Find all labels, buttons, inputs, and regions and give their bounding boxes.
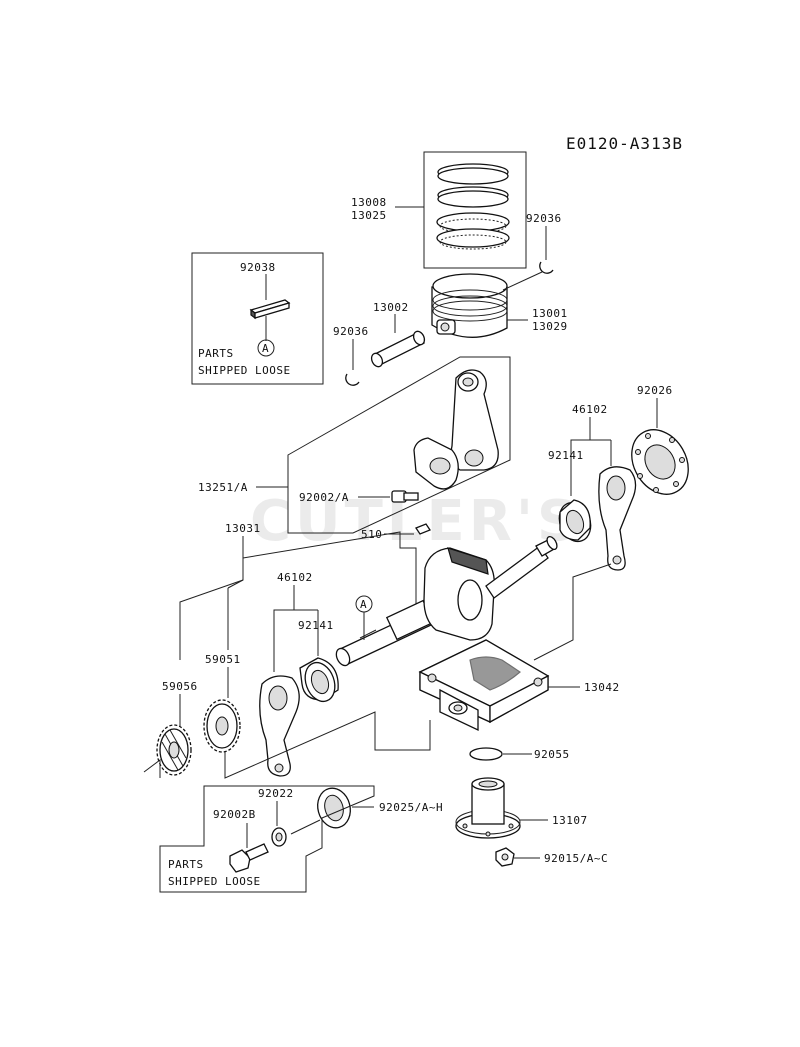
- label-92141-left: 92141: [298, 619, 334, 632]
- callout-a-circle-top: [257, 339, 275, 357]
- gear-59056[interactable]: [156, 724, 192, 776]
- connecting-rod-upper[interactable]: [450, 369, 499, 471]
- label-46102-right: 46102: [572, 403, 608, 416]
- key-510[interactable]: [415, 523, 431, 535]
- label-13107: 13107: [552, 814, 588, 827]
- label-13042: 13042: [584, 681, 620, 694]
- label-92015: 92015/A~C: [544, 852, 608, 865]
- balancer-block-13042[interactable]: [418, 639, 550, 732]
- label-13002: 13002: [373, 301, 409, 314]
- washer-92022[interactable]: [271, 827, 287, 847]
- key-92038[interactable]: [249, 299, 291, 320]
- label-92055: 92055: [534, 748, 570, 761]
- label-92036-left: 92036: [333, 325, 369, 338]
- label-13008: 13008: [351, 196, 387, 209]
- label-13029: 13029: [532, 320, 568, 333]
- label-92002b: 92002B: [213, 808, 256, 821]
- loose-parts-box-top: [191, 252, 324, 385]
- housing-13107[interactable]: [455, 777, 521, 839]
- bearing-92141-right[interactable]: [554, 498, 596, 546]
- piston-ring-set[interactable]: [423, 151, 527, 269]
- loose-note-top-line2: SHIPPED LOOSE: [198, 364, 291, 377]
- label-13001: 13001: [532, 307, 568, 320]
- label-13031: 13031: [225, 522, 261, 535]
- shim-92025[interactable]: [313, 785, 354, 832]
- loose-parts-box-bottom: [159, 785, 375, 893]
- diagram-code: E0120-A313B: [566, 134, 683, 153]
- label-59056: 59056: [162, 680, 198, 693]
- label-59051: 59051: [205, 653, 241, 666]
- piston[interactable]: [431, 273, 508, 338]
- loose-note-top-line1: PARTS: [198, 347, 234, 360]
- rod-46102-left[interactable]: [259, 675, 300, 777]
- callout-a-crank: A: [360, 598, 367, 611]
- bolt-92002a[interactable]: [391, 490, 419, 503]
- label-92002a: 92002/A: [299, 491, 349, 504]
- label-510: 510: [361, 528, 382, 541]
- circlip-left[interactable]: [345, 373, 360, 386]
- callout-a-top: A: [262, 342, 269, 355]
- bearing-92141-left[interactable]: [299, 657, 340, 706]
- rod-46102-right[interactable]: [598, 466, 637, 571]
- o-ring-92055[interactable]: [469, 747, 503, 761]
- conrod-cap[interactable]: [413, 437, 459, 490]
- label-92026: 92026: [637, 384, 673, 397]
- conrod-assembly-box: [287, 356, 511, 534]
- bolt-92002b[interactable]: [229, 843, 269, 873]
- label-46102-left: 46102: [277, 571, 313, 584]
- label-92022: 92022: [258, 787, 294, 800]
- loose-note-bottom-line2: SHIPPED LOOSE: [168, 875, 261, 888]
- label-92141-right: 92141: [548, 449, 584, 462]
- label-13251a: 13251/A: [198, 481, 248, 494]
- gasket-92026[interactable]: [620, 420, 699, 505]
- label-92038: 92038: [240, 261, 276, 274]
- gear-59051[interactable]: [203, 699, 241, 753]
- piston-pin[interactable]: [370, 330, 427, 369]
- loose-note-bottom-line1: PARTS: [168, 858, 204, 871]
- label-92036-right: 92036: [526, 212, 562, 225]
- circlip-right[interactable]: [539, 261, 554, 274]
- label-13025: 13025: [351, 209, 387, 222]
- crankshaft[interactable]: [334, 535, 559, 668]
- nut-92015[interactable]: [495, 847, 515, 867]
- label-92025: 92025/A~H: [379, 801, 443, 814]
